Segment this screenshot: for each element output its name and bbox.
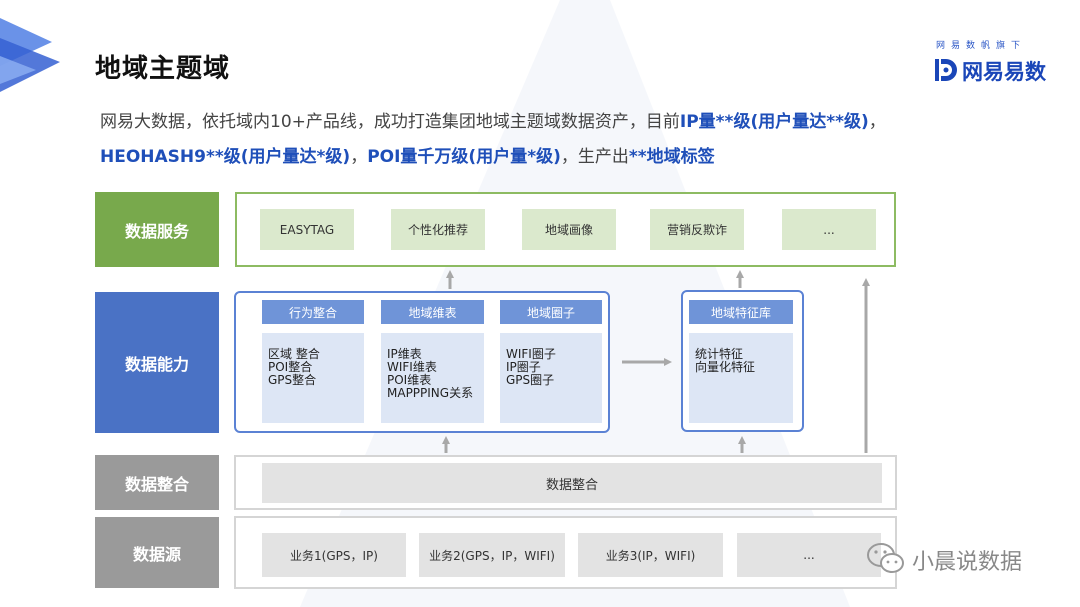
description-segment: ， (868, 112, 886, 132)
list-item: WIFI圈子 (506, 347, 556, 361)
brand-logo-icon (935, 59, 957, 81)
list-item: WIFI维表 (387, 360, 437, 374)
service-item-geo-profile: 地域画像 (522, 209, 616, 250)
list-item: IP圈子 (506, 360, 541, 374)
description-segment: 网易大数据，依托域内10+产品线，成功打造集团地域主题域数据资产，目前 (100, 112, 680, 132)
description-segment: ， (350, 147, 368, 167)
ability-body-circle: WIFI圈子 IP圈子 GPS圈子 (500, 333, 602, 423)
list-item: 统计特征 (695, 347, 744, 361)
list-item: POI整合 (268, 360, 313, 374)
watermark-text: 小晨说数据 (912, 550, 1023, 575)
list-item: IP维表 (387, 347, 422, 361)
layer-label-ability: 数据能力 (95, 292, 219, 433)
integration-bar: 数据整合 (262, 463, 882, 503)
ability-body-feature: 统计特征 向量化特征 (689, 333, 793, 423)
description-segment: ，生产出 (560, 147, 629, 167)
layer-label-service: 数据服务 (95, 192, 219, 267)
source-item-1: 业务1(GPS，IP) (262, 533, 406, 577)
brand-name: 网易易数 (962, 60, 1046, 84)
list-item: 向量化特征 (695, 360, 756, 374)
wechat-icon (867, 543, 904, 573)
list-item: GPS整合 (268, 373, 317, 387)
ability-header-dimension: 地域维表 (381, 300, 484, 324)
list-item: 区域 整合 (268, 347, 320, 361)
source-item-more: ... (737, 533, 881, 577)
service-item-more: ... (782, 209, 876, 250)
source-item-3: 业务3(IP，WIFI) (578, 533, 723, 577)
brand-tagline: 网易数帆旗下 (936, 41, 1027, 51)
layer-label-integrate: 数据整合 (95, 455, 219, 510)
service-item-antifraud: 营销反欺诈 (650, 209, 744, 250)
ability-body-dimension: IP维表 WIFI维表 POI维表 MAPPPING关系 (381, 333, 484, 423)
description-highlight: **地域标签 (628, 147, 715, 167)
list-item: GPS圈子 (506, 373, 555, 387)
ability-header-circle: 地域圈子 (500, 300, 602, 324)
ability-header-behavior: 行为整合 (262, 300, 364, 324)
list-item: MAPPPING关系 (387, 386, 474, 400)
page-title: 地域主题域 (95, 54, 231, 84)
service-item-recommendation: 个性化推荐 (391, 209, 485, 250)
description-highlight: IP量**级(用户量达**级) (679, 112, 869, 132)
list-item: POI维表 (387, 373, 432, 387)
description-highlight: HEOHASH9**级(用户量达*级) (100, 147, 351, 167)
service-item-easytag: EASYTAG (260, 209, 354, 250)
description-highlight: POI量千万级(用户量*级) (367, 147, 561, 167)
source-item-2: 业务2(GPS，IP，WIFI) (419, 533, 565, 577)
ability-header-feature: 地域特征库 (689, 300, 793, 324)
layer-label-source: 数据源 (95, 517, 219, 588)
description-line-1: 网易大数据，依托域内10+产品线，成功打造集团地域主题域数据资产，目前IP量**… (100, 107, 886, 132)
ability-body-behavior: 区域 整合 POI整合 GPS整合 (262, 333, 364, 423)
description-line-2: HEOHASH9**级(用户量达*级)，POI量千万级(用户量*级)，生产出**… (100, 142, 715, 167)
